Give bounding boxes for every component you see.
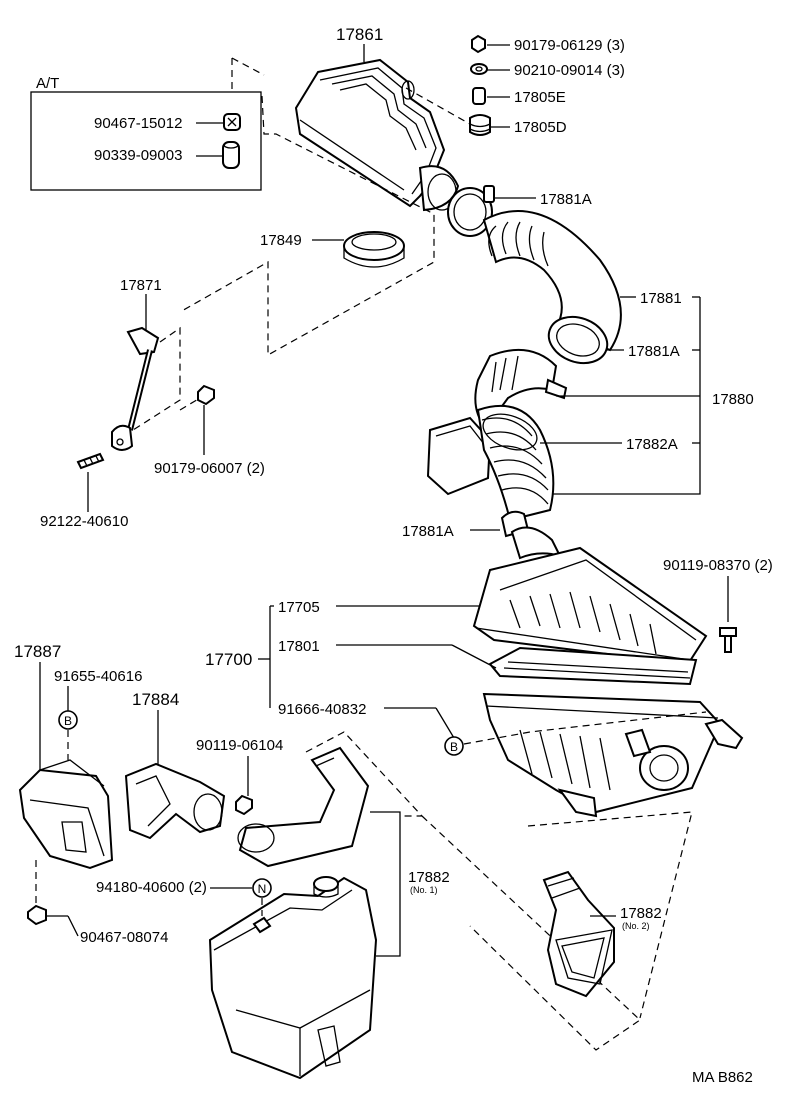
label-17705: 17705 <box>278 599 320 616</box>
label-17882-no2-sub: (No. 2) <box>622 921 650 931</box>
label-17861: 17861 <box>336 25 383 44</box>
figure-code: MA B862 <box>692 1069 753 1086</box>
label-17882-no1-sub: (No. 1) <box>410 885 438 895</box>
label-90119-06104: 90119-06104 <box>196 737 283 754</box>
label-92122-40610: 92122-40610 <box>40 513 128 530</box>
collar-17805E <box>472 87 486 105</box>
pipe-17882-no1 <box>237 746 370 868</box>
nut-90179-06007 <box>197 384 215 406</box>
bracket-17871 <box>111 326 160 451</box>
at-box <box>30 91 262 191</box>
gasket-17849 <box>343 231 405 268</box>
duct-17882-no2 <box>542 870 615 998</box>
marker-b-bracket-text: B <box>64 714 72 728</box>
marker-n <box>252 878 272 898</box>
label-91666-40832: 91666-40832 <box>278 701 366 718</box>
label-17881A-low: 17881A <box>402 523 454 540</box>
bellows-17881A-low <box>476 405 555 522</box>
air-cleaner-case <box>482 692 744 818</box>
label-17882-no2: 17882 <box>620 905 662 922</box>
label-90179-06007: 90179-06007 (2) <box>154 460 265 477</box>
label-90339-09003: 90339-09003 <box>94 147 182 164</box>
bolt-90119-08370 <box>719 627 737 653</box>
label-17805E: 17805E <box>514 89 566 106</box>
washer-90210-09014 <box>470 63 488 75</box>
hose-17881 <box>482 210 622 365</box>
label-90210-09014: 90210-09014 (3) <box>514 62 625 79</box>
nut-90179-06129 <box>471 34 486 54</box>
label-17884: 17884 <box>132 690 179 709</box>
label-94180-40600: 94180-40600 (2) <box>96 879 207 896</box>
filter-element-17801 <box>488 646 698 686</box>
grommet-17805D <box>469 114 491 136</box>
at-box-label: A/T <box>36 75 59 92</box>
label-90467-15012: 90467-15012 <box>94 115 182 132</box>
dashed-leader-17861 <box>179 57 435 357</box>
screw-90467-08074 <box>27 904 47 926</box>
label-17849: 17849 <box>260 232 302 249</box>
label-17801: 17801 <box>278 638 320 655</box>
marker-b-cleaner <box>444 736 464 756</box>
label-17881A-top: 17881A <box>540 191 592 208</box>
stud-92122-40610 <box>76 452 105 470</box>
sleeve-90339-09003 <box>222 141 240 169</box>
resonator-17882-no1 <box>208 876 378 1080</box>
marker-n-text: N <box>258 882 267 896</box>
clip-90467-15012 <box>223 113 241 131</box>
label-90179-06129: 90179-06129 (3) <box>514 37 625 54</box>
intake-17884 <box>124 762 226 840</box>
ring-17881A-top <box>447 185 495 237</box>
label-17871: 17871 <box>120 277 162 294</box>
marker-b-cleaner-text: B <box>450 740 458 754</box>
label-17805D: 17805D <box>514 119 567 136</box>
label-91655-40616: 91655-40616 <box>54 668 142 685</box>
label-17880: 17880 <box>712 391 754 408</box>
label-17882A: 17882A <box>626 436 678 453</box>
marker-b-bracket <box>58 710 78 730</box>
label-17700: 17700 <box>205 650 252 669</box>
label-17881: 17881 <box>640 290 682 307</box>
inlet-duct-17861 <box>294 58 460 212</box>
label-17881A-mid: 17881A <box>628 343 680 360</box>
screw-90119-06104 <box>235 794 253 816</box>
label-17882-no1: 17882 <box>408 869 450 886</box>
resonator-17882A <box>426 416 492 496</box>
bracket-17887 <box>18 759 114 870</box>
clamp-17881A-low <box>500 510 562 560</box>
label-90467-08074: 90467-08074 <box>80 929 168 946</box>
label-17887: 17887 <box>14 642 61 661</box>
label-90119-08370: 90119-08370 (2) <box>663 557 773 574</box>
